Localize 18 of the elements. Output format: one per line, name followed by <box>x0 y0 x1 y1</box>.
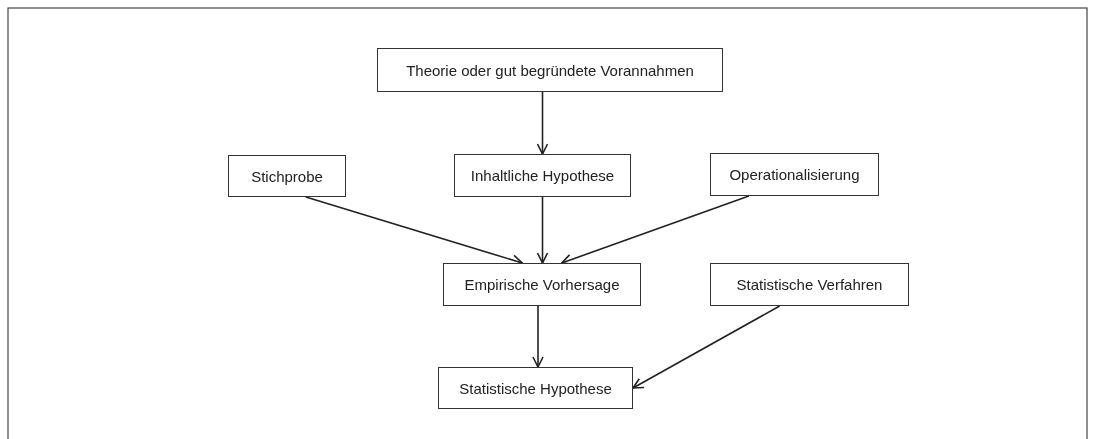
box-text: Theorie oder gut begründete Vorannahmen <box>406 61 694 79</box>
process-box <box>438 367 633 409</box>
box-text: Statistische Hypothese <box>459 379 612 397</box>
box-text: Stichprobe <box>251 167 323 185</box>
process-box <box>454 154 631 197</box>
process-box <box>443 263 641 306</box>
arrow <box>536 91 549 155</box>
box-text: Empirische Vorhersage <box>464 276 620 293</box>
process-box <box>228 155 346 197</box>
arrow <box>536 196 549 264</box>
process-box <box>710 263 909 306</box>
box-text: Inhaltliche Hypothese <box>470 167 615 184</box>
process-box <box>377 48 723 92</box>
arrow <box>632 305 781 389</box>
box-text: Statistische Verfahren <box>736 276 883 293</box>
arrow <box>532 305 544 368</box>
process-box <box>710 153 879 196</box>
box-text: Operationalisierung <box>729 166 860 183</box>
